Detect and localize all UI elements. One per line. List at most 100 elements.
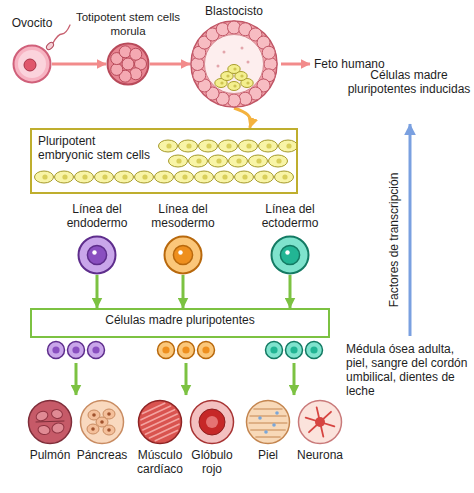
- blastocyst: Blastocisto: [190, 20, 278, 108]
- flow-arrow: [52, 63, 106, 66]
- art-detail: [107, 428, 111, 432]
- art-detail: [226, 74, 229, 77]
- art-detail: [286, 143, 291, 148]
- lung-tissue: Pulmón: [27, 399, 73, 445]
- oocyte-cell: Ovocito: [12, 44, 52, 84]
- art-detail: [276, 158, 281, 163]
- small-nucleus: [92, 346, 99, 353]
- small-nucleus: [52, 346, 59, 353]
- art-detail: [143, 403, 165, 413]
- sperm-head: [45, 41, 55, 51]
- art-detail: [209, 155, 228, 167]
- art-detail: [75, 171, 94, 183]
- art-detail: [130, 68, 142, 80]
- art-detail: [92, 250, 96, 254]
- art-detail: [142, 174, 147, 179]
- art-detail: [233, 84, 236, 87]
- art-detail: [196, 158, 201, 163]
- arrow-line: [75, 363, 78, 395]
- art-detail: [155, 171, 174, 183]
- small-nucleus: [290, 346, 297, 353]
- art-detail: [51, 408, 64, 420]
- art-detail: [108, 44, 149, 85]
- art-detail: [275, 411, 279, 415]
- art-detail: [205, 35, 264, 94]
- small-cell: [68, 342, 85, 359]
- ectoderm-triplet: [266, 342, 323, 359]
- art-detail: [139, 401, 182, 444]
- art-detail: [91, 427, 95, 431]
- art-detail: [14, 46, 51, 83]
- arrow-line: [409, 124, 412, 336]
- neuron-cell: Neurona: [297, 399, 343, 445]
- art-detail: [315, 417, 325, 427]
- art-detail: [219, 140, 238, 152]
- art-detail: [155, 430, 177, 440]
- small-nucleus: [270, 346, 277, 353]
- cell-illustration: [245, 399, 291, 445]
- mesoderm-cell: Línea del mesodermo: [163, 235, 203, 275]
- art-detail: [217, 65, 220, 68]
- art-detail: [36, 421, 64, 422]
- art-detail: [250, 416, 286, 417]
- art-detail: [279, 140, 297, 152]
- art-detail: [256, 437, 280, 438]
- art-detail: [262, 46, 275, 59]
- cell-illustration: [270, 235, 310, 275]
- morula-cell: Totipotent stem cells morula: [106, 42, 150, 86]
- cell-illustration: [77, 235, 117, 275]
- art-detail: [223, 51, 226, 54]
- endoderm-cell: Línea del endodermo: [77, 235, 117, 275]
- art-detail: [169, 155, 188, 167]
- ectoderm-cell: Línea del ectodermo: [270, 235, 310, 275]
- art-detail: [100, 420, 104, 424]
- art-detail: [220, 81, 223, 84]
- art-detail: [215, 171, 234, 183]
- art-detail: [37, 425, 50, 436]
- art-detail: [226, 143, 231, 148]
- cell-caption: Totipotent stem cells morula: [68, 10, 188, 38]
- art-detail: [251, 430, 286, 431]
- pluripotent-box: Células madre pluripotentes: [30, 308, 330, 338]
- art-detail: [249, 155, 268, 167]
- small-cell: [286, 342, 303, 359]
- art-detail: [95, 171, 114, 183]
- red-blood-cell: Glóbulo rojo: [189, 399, 235, 445]
- flow-arrow: [96, 275, 99, 308]
- art-detail: [299, 401, 342, 444]
- small-cell: [198, 342, 215, 359]
- art-detail: [135, 171, 154, 183]
- cell-illustration: [189, 399, 235, 445]
- art-detail: [264, 430, 268, 434]
- art-detail: [191, 401, 234, 444]
- ipsc-label: Células madre pluripotentes inducidas: [346, 68, 472, 96]
- cell-illustration: [27, 399, 73, 445]
- art-detail: [51, 422, 65, 435]
- art-detail: [247, 61, 250, 64]
- cell-illustration: [12, 44, 52, 84]
- art-detail: [256, 158, 261, 163]
- art-detail: [162, 174, 167, 179]
- art-detail: [247, 401, 290, 444]
- cell-caption: Glóbulo rojo: [183, 448, 241, 476]
- art-detail: [102, 174, 107, 179]
- art-detail: [233, 67, 236, 70]
- flow-arrow: [182, 275, 185, 308]
- art-detail: [182, 174, 187, 179]
- small-nucleus: [182, 346, 189, 353]
- source-label: Médula ósea adulta, piel, sangre del cor…: [346, 342, 472, 398]
- art-detail: [29, 401, 72, 444]
- cell-caption: Blastocisto: [184, 4, 284, 18]
- art-detail: [130, 48, 142, 60]
- art-detail: [262, 174, 267, 179]
- flow-arrow: [150, 63, 190, 66]
- art-detail: [254, 409, 282, 410]
- art-detail: [285, 250, 289, 254]
- art-detail: [96, 417, 108, 427]
- cell-caption: Pulmón: [21, 448, 79, 462]
- art-detail: [24, 59, 36, 71]
- flow-arrow: [234, 108, 251, 128]
- art-detail: [239, 140, 258, 152]
- art-detail: [62, 174, 67, 179]
